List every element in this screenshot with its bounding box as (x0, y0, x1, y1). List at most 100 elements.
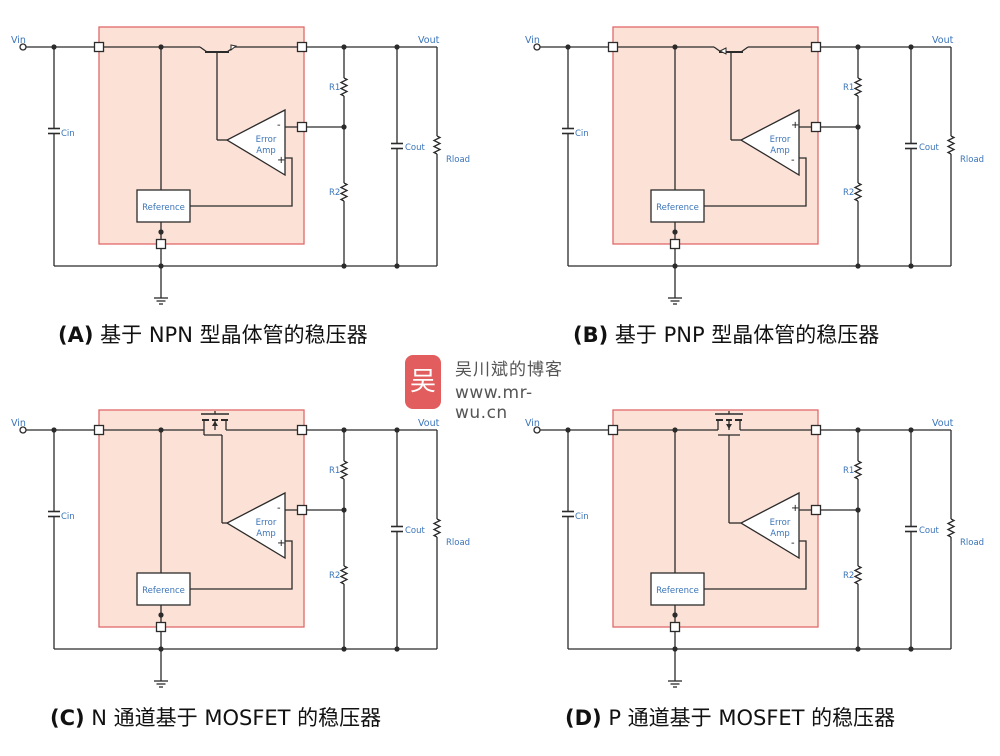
cout-capacitor (905, 524, 917, 534)
reference-output-wire (704, 157, 807, 207)
cout-label: Cout (405, 143, 426, 153)
pin-in (93, 41, 105, 53)
caption-d-tag: (D) (565, 706, 602, 730)
r1-label: R1 (843, 466, 854, 476)
pin-in (607, 41, 619, 53)
amp-top-input-sign: + (791, 120, 799, 131)
pin-feedback (810, 504, 822, 516)
caption-d: (D) P 通道基于 MOSFET 的稳压器 (565, 705, 895, 731)
cout-capacitor (905, 141, 917, 151)
amp-bottom-input-sign: + (277, 155, 285, 166)
error-amp (225, 108, 286, 177)
cin-label: Cin (61, 129, 75, 139)
error-amp (739, 108, 800, 177)
vout-label: Vout (418, 35, 440, 46)
rload-resistor (946, 518, 956, 538)
amp-top-input-sign: + (791, 503, 799, 514)
amp-bottom-input-sign: - (791, 538, 795, 549)
amp-bottom-input-sign: - (791, 155, 795, 166)
pin-in (607, 424, 619, 436)
pin-out (296, 424, 308, 436)
error-amp (739, 491, 800, 560)
cin-capacitor (562, 126, 574, 136)
reference-output-wire (190, 157, 293, 207)
pass-element-npn (199, 44, 302, 141)
junction-dot (394, 646, 400, 652)
vout-label: Vout (932, 35, 954, 46)
junction-dot (341, 263, 347, 269)
cin-label: Cin (575, 129, 589, 139)
junction-dot (672, 263, 678, 269)
cin-capacitor (48, 126, 60, 136)
ground-symbol (668, 297, 682, 305)
r2-label: R2 (843, 188, 854, 198)
reference-output-wire (704, 540, 807, 590)
caption-b-text: 基于 PNP 型晶体管的稳压器 (614, 323, 880, 347)
pass-element-nmos (200, 411, 302, 524)
emitter-arrow (230, 44, 238, 52)
cout-label: Cout (919, 526, 940, 536)
body-arrow (726, 424, 732, 429)
rload-resistor (432, 135, 442, 155)
amp-top-input-sign: - (277, 503, 281, 514)
junction-dot (672, 229, 678, 235)
junction-dot (158, 229, 164, 235)
cout-capacitor (391, 141, 403, 151)
pin-ground (669, 238, 681, 250)
rload-resistor (432, 518, 442, 538)
amp-bottom-input-sign: + (277, 538, 285, 549)
junction-dot (855, 646, 861, 652)
vout-label: Vout (932, 418, 954, 429)
reference-block (650, 572, 705, 606)
error-amp-label-2: Amp (256, 529, 276, 539)
junction-dot (672, 646, 678, 652)
junction-dot (672, 612, 678, 618)
caption-c-text: N 通道基于 MOSFET 的稳压器 (91, 706, 382, 730)
r1-label: R1 (329, 466, 340, 476)
pin-ground (155, 621, 167, 633)
rload-label: Rload (446, 538, 470, 548)
cin-capacitor (562, 509, 574, 519)
r2-resistor (339, 565, 349, 585)
pin-out (810, 41, 822, 53)
vin-label: Vin (11, 35, 26, 46)
body-arrow (212, 421, 218, 426)
error-amp-label-2: Amp (770, 146, 790, 156)
vout-label: Vout (418, 418, 440, 429)
r1-label: R1 (329, 83, 340, 93)
junction-dot (158, 263, 164, 269)
error-amp-label-1: Error (770, 135, 791, 145)
pin-feedback (296, 504, 308, 516)
pin-ground (669, 621, 681, 633)
caption-b-tag: (B) (573, 323, 609, 347)
ground-symbol (154, 680, 168, 688)
r2-resistor (339, 182, 349, 202)
r1-resistor (339, 460, 349, 480)
caption-b: (B) 基于 PNP 型晶体管的稳压器 (573, 322, 879, 348)
caption-a: (A) 基于 NPN 型晶体管的稳压器 (58, 322, 368, 348)
cin-label: Cin (575, 512, 589, 522)
reference-block (650, 189, 705, 223)
reference-block (136, 572, 191, 606)
panel-b: VinCinVoutErrorAmp+-ReferenceR1R2CoutRlo… (525, 26, 984, 305)
ground-symbol (668, 680, 682, 688)
caption-a-tag: (A) (58, 323, 94, 347)
r1-resistor (339, 77, 349, 97)
vin-label: Vin (11, 418, 26, 429)
panel-c: VinCinVoutErrorAmp-+ReferenceR1R2CoutRlo… (11, 409, 470, 688)
error-amp-label-1: Error (256, 135, 277, 145)
r2-resistor (853, 565, 863, 585)
rload-label: Rload (960, 155, 984, 165)
cin-label: Cin (61, 512, 75, 522)
emitter-arrow (718, 47, 727, 55)
r2-resistor (853, 182, 863, 202)
reference-label: Reference (656, 586, 699, 596)
pin-feedback (810, 121, 822, 133)
ground-symbol (154, 297, 168, 305)
cout-label: Cout (405, 526, 426, 536)
reference-label: Reference (656, 203, 699, 213)
junction-dot (855, 263, 861, 269)
vin-label: Vin (525, 418, 540, 429)
error-amp (225, 491, 286, 560)
